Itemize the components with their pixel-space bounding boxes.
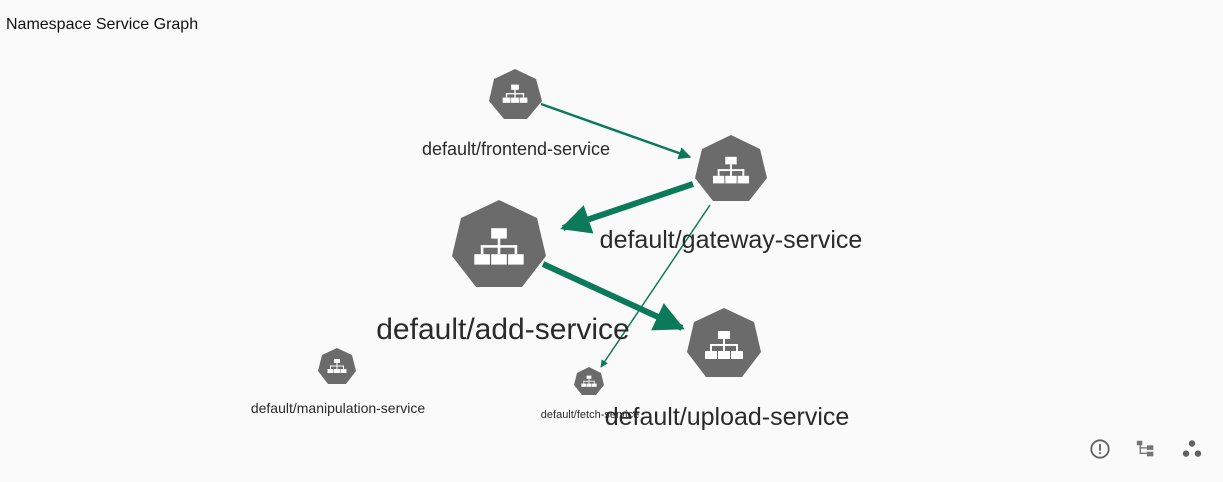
edge-gateway-add[interactable]	[560, 181, 694, 234]
graph-toolbar	[1087, 436, 1205, 462]
node-label-manipulation: default/manipulation-service	[251, 400, 426, 416]
node-manipulation-service[interactable]: default/manipulation-service	[251, 348, 426, 416]
node-label-upload: default/upload-service	[605, 403, 850, 431]
node-gateway-service[interactable]: default/gateway-service	[600, 135, 863, 254]
node-upload-service[interactable]: default/upload-service	[605, 308, 850, 431]
node-frontend-service[interactable]: default/frontend-service	[422, 69, 610, 159]
cluster-layout-icon[interactable]	[1179, 436, 1205, 462]
node-add-service[interactable]: default/add-service	[376, 200, 630, 346]
page-title: Namespace Service Graph	[6, 16, 199, 33]
node-label-fetch: default/fetch-service	[541, 409, 639, 421]
node-fetch-service[interactable]: default/fetch-service	[541, 367, 639, 421]
node-label-frontend: default/frontend-service	[422, 139, 610, 159]
node-label-add: default/add-service	[376, 313, 629, 346]
alert-icon[interactable]	[1087, 436, 1113, 462]
tree-layout-icon[interactable]	[1133, 436, 1159, 462]
edge-add-upload[interactable]	[541, 261, 685, 331]
node-label-gateway: default/gateway-service	[600, 226, 863, 254]
edge-gateway-fetch[interactable]	[600, 204, 711, 368]
edge-frontend-gateway[interactable]	[540, 102, 692, 160]
